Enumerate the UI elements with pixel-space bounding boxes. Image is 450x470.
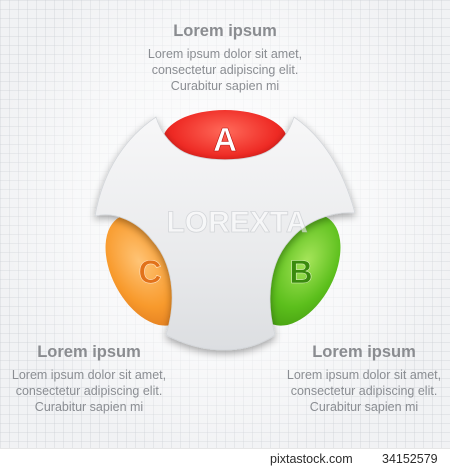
- center-shape: [94, 116, 356, 351]
- block-left-line: Curabitur sapien mi: [34, 400, 144, 414]
- block-top-heading: Lorem ipsum: [173, 22, 277, 40]
- block-left-line: Lorem ipsum dolor sit amet,: [11, 368, 167, 382]
- block-right-heading: Lorem ipsum: [312, 343, 416, 361]
- segment-a: [163, 110, 287, 170]
- block-right-line: consectetur adipiscing elit.: [290, 384, 438, 398]
- block-top-body: Lorem ipsum dolor sit amet, consectetur …: [100, 46, 350, 94]
- footer-brand: pixtastock.com: [270, 452, 353, 466]
- text-block-left: Lorem ipsum Lorem ipsum dolor sit amet, …: [0, 342, 178, 415]
- three-segment-diagram: A B C LOREXTA: [94, 110, 356, 351]
- block-left-line: consectetur adipiscing elit.: [15, 384, 163, 398]
- block-top-line: Lorem ipsum dolor sit amet,: [147, 47, 303, 61]
- block-left-body: Lorem ipsum dolor sit amet, consectetur …: [0, 367, 178, 415]
- block-left-heading: Lorem ipsum: [37, 343, 141, 361]
- block-top-line: consectetur adipiscing elit.: [151, 63, 299, 77]
- block-top-line: Curabitur sapien mi: [170, 79, 280, 93]
- segment-c-label: C: [138, 254, 161, 290]
- text-block-top: Lorem ipsum Lorem ipsum dolor sit amet, …: [100, 21, 350, 94]
- watermark: LOREXTA: [166, 206, 307, 239]
- block-right-line: Curabitur sapien mi: [309, 400, 419, 414]
- text-block-right: Lorem ipsum Lorem ipsum dolor sit amet, …: [278, 342, 450, 415]
- segment-b-label: B: [289, 254, 312, 290]
- segment-a-label: A: [213, 121, 237, 158]
- footer-image-id: 34152579: [382, 452, 438, 466]
- block-right-body: Lorem ipsum dolor sit amet, consectetur …: [278, 367, 450, 415]
- block-right-line: Lorem ipsum dolor sit amet,: [286, 368, 442, 382]
- stock-footer: pixtastock.com 34152579: [0, 448, 450, 470]
